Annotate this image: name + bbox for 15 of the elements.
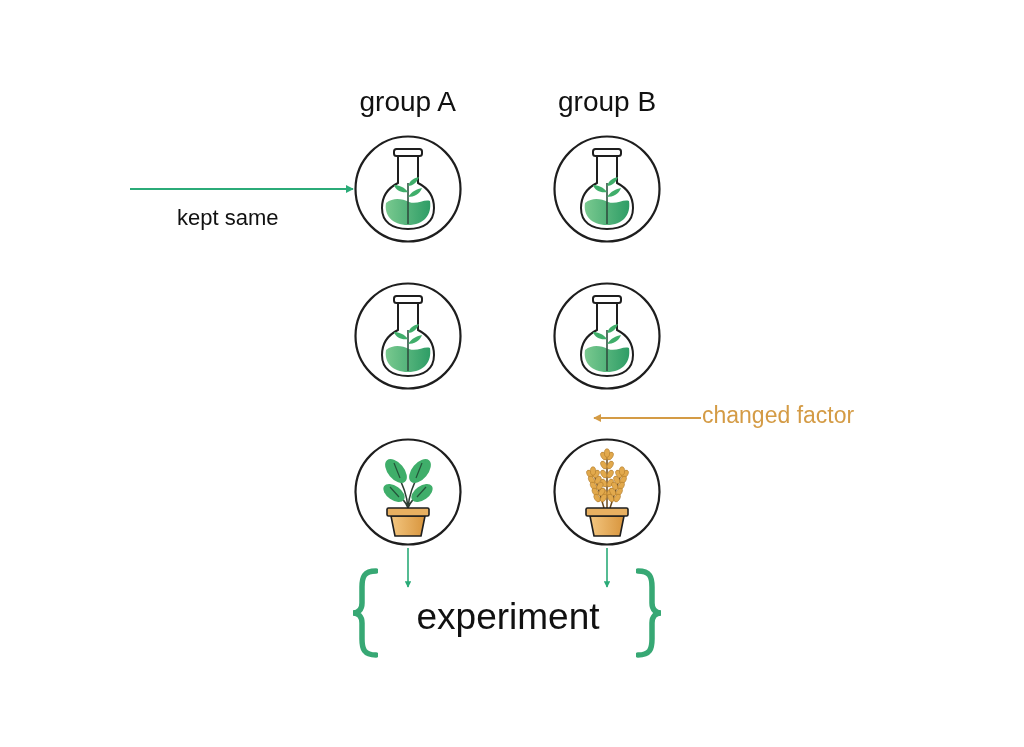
arrow xyxy=(129,185,354,193)
column-heading: group A xyxy=(359,86,457,119)
edge-label: kept same xyxy=(177,205,279,231)
annotation-text: changed factor xyxy=(702,402,855,429)
column-heading: group B xyxy=(558,86,657,119)
flask-sprout-icon xyxy=(354,282,462,390)
flask-sprout-icon xyxy=(354,135,462,243)
flask-sprout-icon xyxy=(553,135,661,243)
bracketed-label: experiment xyxy=(416,595,600,639)
flask-sprout-icon xyxy=(553,282,661,390)
potted-wheat-icon xyxy=(553,438,661,546)
potted-plant-icon xyxy=(354,438,462,546)
arrow xyxy=(404,547,412,588)
arrow xyxy=(593,414,702,422)
arrow xyxy=(603,547,611,588)
